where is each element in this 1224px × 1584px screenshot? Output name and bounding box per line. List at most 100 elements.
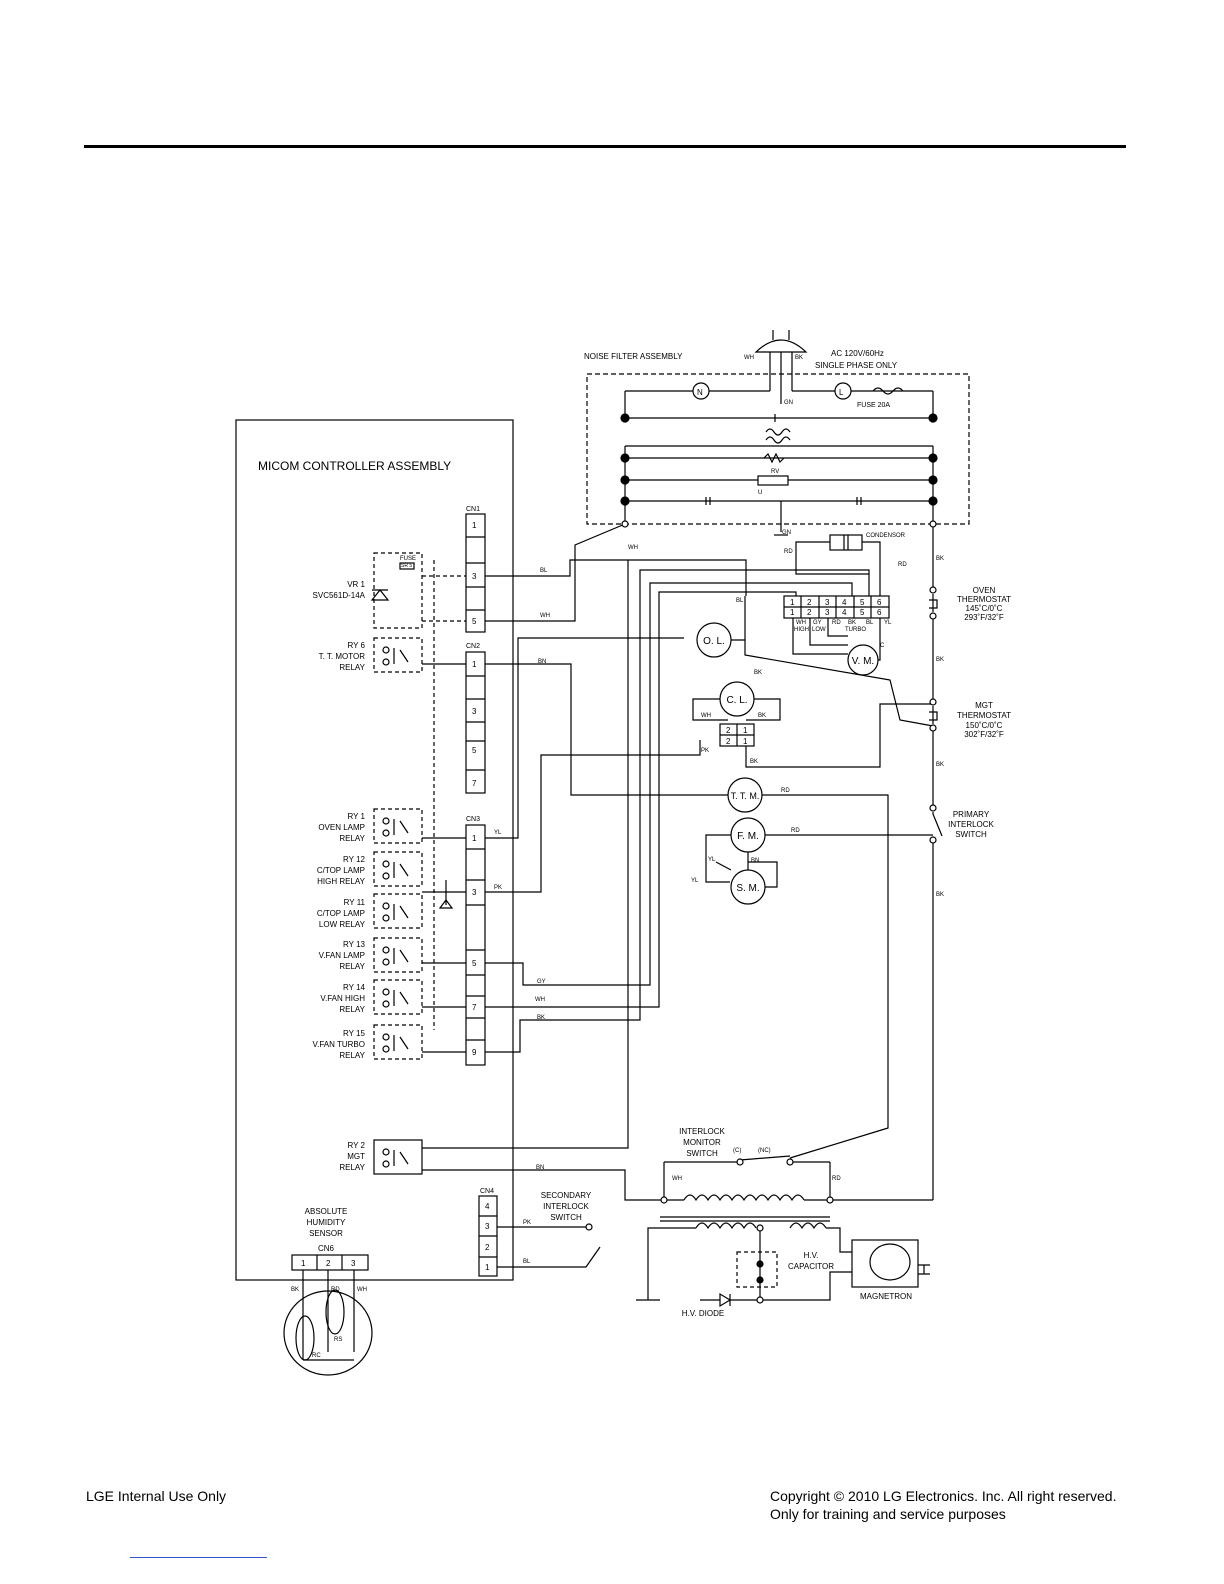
vm-bot-1: 1: [790, 608, 795, 617]
vm-top-1: 1: [790, 598, 795, 607]
interlock-monitor-switch: [663, 1155, 831, 1200]
vm-label: V. M.: [852, 656, 874, 667]
noise-filter-box: [586, 373, 970, 525]
footer-copyright: Copyright © 2010 LG Electronics. Inc. Al…: [770, 1487, 1116, 1523]
transformer-secondary: [695, 1222, 827, 1230]
vm-top-5: 5: [860, 598, 865, 607]
sensor-rd: RD: [331, 1287, 340, 1293]
cl-conn-2a: 2: [726, 726, 731, 735]
copyright-line: Copyright © 2010 LG Electronics. Inc. Al…: [770, 1488, 1117, 1504]
monitor-switch-l3: SWITCH: [686, 1149, 718, 1158]
wire-gy-cn3: [485, 582, 853, 986]
vm-wh: WH: [796, 620, 806, 626]
monitor-switch-l1: INTERLOCK: [679, 1127, 725, 1136]
sr5-label: SR 5: [401, 563, 412, 569]
wire-label-bk4: BK: [758, 713, 766, 719]
ttm-label: T. T. M.: [731, 791, 760, 801]
vm-bot-3: 3: [825, 608, 830, 617]
ry1-relay: [373, 808, 423, 844]
cn1-connector: [465, 513, 486, 633]
sensor-bk: BK: [291, 1287, 299, 1293]
secondary-interlock-switch: [497, 1226, 601, 1268]
ry13-relay: [373, 937, 423, 973]
cn1-pin5: 5: [472, 617, 477, 626]
vm-low: LOW: [812, 627, 826, 633]
ry12-desc: C/TOP LAMP: [317, 866, 365, 875]
ry12-relay: [373, 851, 423, 887]
vm-rd: RD: [832, 620, 841, 626]
wire-label-pk1: PK: [701, 748, 709, 754]
vm-bot-4: 4: [842, 608, 847, 617]
primary-interlock-l3: SWITCH: [955, 830, 987, 839]
cn2-pin7: 7: [472, 779, 477, 788]
cn1-pin1: 1: [472, 521, 477, 530]
cl-conn-1a: 1: [743, 726, 748, 735]
secondary-interlock-l2: INTERLOCK: [543, 1202, 589, 1211]
cn3-pin3: 3: [472, 888, 477, 897]
cn2-label: CN2: [466, 643, 480, 650]
wire-label-wh3: WH: [701, 713, 711, 719]
plug-bk: BK: [795, 355, 803, 361]
ry15-label: RY 15: [343, 1029, 365, 1038]
primary-interlock-switch: [932, 812, 943, 840]
ry14-relay: [373, 979, 423, 1015]
micom-title: MICOM CONTROLLER ASSEMBLY: [258, 459, 451, 473]
ry13-label: RY 13: [343, 940, 365, 949]
cn3-label: CN3: [466, 816, 480, 823]
cn3-pin1: 1: [472, 834, 477, 843]
ry15-relay-label: RELAY: [339, 1051, 365, 1060]
cn4-label: CN4: [480, 1188, 494, 1195]
cl-conn-1b: 1: [743, 737, 748, 746]
wire-label-bn3: BN: [536, 1165, 544, 1171]
wire-label-bk5: BK: [750, 759, 758, 765]
ol-label: O. L.: [703, 636, 725, 647]
footer-link-underline[interactable]: [130, 1557, 267, 1558]
fuse-20a-label: FUSE 20A: [857, 402, 890, 409]
micom-controller-box: [235, 419, 514, 1281]
cn1-label: CN1: [466, 506, 480, 513]
wire-label-bk3: BK: [936, 657, 944, 663]
cn2-pin5: 5: [472, 746, 477, 755]
training-line: Only for training and service purposes: [770, 1506, 1006, 1522]
cn1-pin3: 3: [472, 572, 477, 581]
mgt-thermostat: [929, 706, 938, 724]
line-terminal: [834, 382, 852, 400]
sensor-rc: RC: [312, 1353, 321, 1359]
vm-gy: GY: [813, 620, 822, 626]
cn6-pin2: 2: [326, 1259, 331, 1268]
wire-label-rd1: RD: [784, 549, 793, 555]
hv-capacitor-l2: CAPACITOR: [788, 1262, 834, 1271]
ac-spec-line2: SINGLE PHASE ONLY: [815, 361, 898, 370]
mgt-thermostat-l1: MGT: [975, 701, 993, 710]
mgt-thermostat-l3: 150˚C/0˚C: [966, 721, 1003, 730]
ry14-label: RY 14: [343, 983, 365, 992]
oven-thermostat: [929, 594, 938, 612]
vm-bk: BK: [848, 620, 856, 626]
line-label: L: [839, 388, 844, 397]
vm-top-3: 3: [825, 598, 830, 607]
neutral-terminal: [692, 382, 710, 400]
ahs-line3: SENSOR: [309, 1229, 343, 1238]
oven-thermostat-l2: THERMOSTAT: [957, 595, 1011, 604]
ry14-desc: V.FAN HIGH: [320, 994, 365, 1003]
hv-capacitor-box: [736, 1251, 778, 1288]
wire-bn-ry2: [422, 1169, 664, 1201]
magnetron-label: MAGNETRON: [860, 1292, 912, 1301]
fm-label: F. M.: [737, 831, 759, 842]
ry11-desc: C/TOP LAMP: [317, 909, 365, 918]
ac-spec-line1: AC 120V/60Hz: [831, 349, 884, 358]
wire-bl-cn1: [485, 559, 747, 596]
cn6-pin1: 1: [301, 1259, 306, 1268]
wire-label-bk7: BK: [936, 892, 944, 898]
wire-label-wh2: WH: [628, 545, 638, 551]
transformer-primary: [664, 1194, 830, 1202]
ahs-line1: ABSOLUTE: [305, 1207, 348, 1216]
fuse-label: FUSE: [400, 556, 416, 562]
wire-label-pk3: PK: [523, 1220, 531, 1226]
oven-thermostat-l3: 145˚C/0˚C: [966, 604, 1003, 613]
cn4-pin4: 4: [485, 1202, 490, 1211]
sm-label: S. M.: [736, 883, 759, 894]
cn2-pin1: 1: [472, 660, 477, 669]
wire-label-rd3: RD: [781, 788, 790, 794]
mgt-thermostat-l2: THERMOSTAT: [957, 711, 1011, 720]
